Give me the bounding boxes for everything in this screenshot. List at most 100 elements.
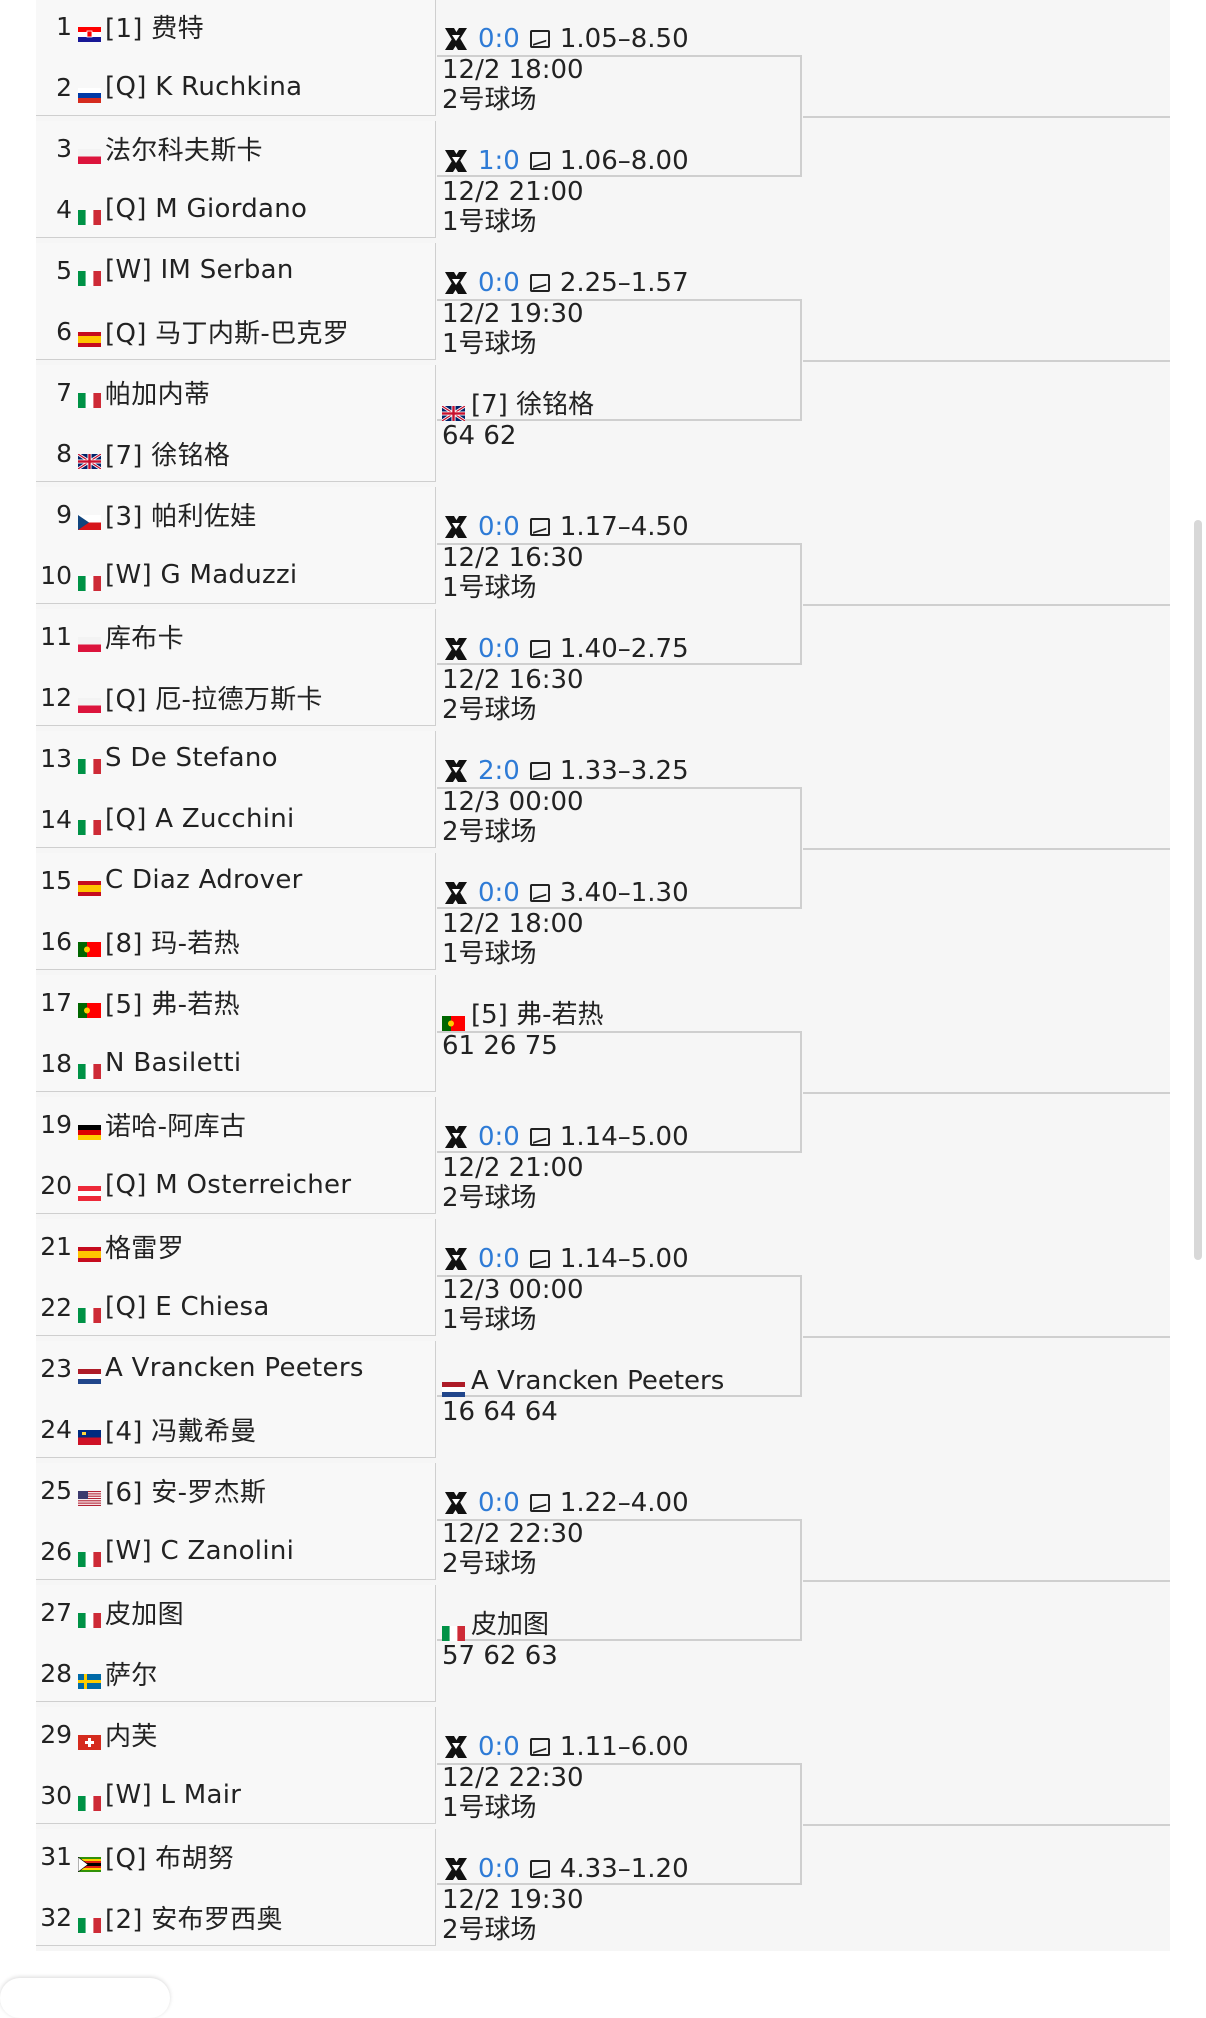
- player-row[interactable]: 6[Q] 马丁内斯-巴克罗: [36, 302, 436, 360]
- player-name[interactable]: [1] 费特: [105, 13, 204, 44]
- player-name[interactable]: [5] 弗-若热: [105, 989, 240, 1020]
- odds-chart-icon[interactable]: [529, 1494, 550, 1512]
- live-score[interactable]: 0:0: [478, 268, 520, 298]
- player-name[interactable]: S De Stefano: [105, 743, 278, 773]
- winner-name[interactable]: [7] 徐铭格: [471, 390, 595, 420]
- player-name[interactable]: 萨尔: [105, 1660, 158, 1691]
- odds-chart-icon[interactable]: [529, 152, 550, 170]
- player-name[interactable]: [Q] 厄-拉德万斯卡: [105, 684, 323, 715]
- live-score[interactable]: 0:0: [478, 1488, 520, 1518]
- player-name[interactable]: [Q] E Chiesa: [105, 1292, 270, 1322]
- player-name[interactable]: [7] 徐铭格: [105, 440, 231, 471]
- player-row[interactable]: 32[2] 安布罗西奥: [36, 1888, 436, 1946]
- player-name[interactable]: [Q] 马丁内斯-巴克罗: [105, 318, 349, 349]
- player-row[interactable]: 10[W] G Maduzzi: [36, 546, 436, 604]
- player-row[interactable]: 8[7] 徐铭格: [36, 424, 436, 482]
- odds-chart-icon[interactable]: [529, 640, 550, 658]
- player-name[interactable]: 皮加图: [105, 1599, 184, 1630]
- player-row[interactable]: 16[8] 玛-若热: [36, 912, 436, 970]
- player-name[interactable]: [W] G Maduzzi: [105, 560, 298, 590]
- player-name[interactable]: 格雷罗: [105, 1233, 184, 1264]
- player-name[interactable]: 诺哈-阿库古: [105, 1111, 247, 1142]
- live-score[interactable]: 0:0: [478, 1732, 520, 1762]
- player-row[interactable]: 25[6] 安-罗杰斯: [36, 1461, 436, 1519]
- live-score[interactable]: 0:0: [478, 24, 520, 54]
- player-name[interactable]: C Diaz Adrover: [105, 865, 303, 895]
- player-name[interactable]: [Q] A Zucchini: [105, 804, 295, 834]
- player-row[interactable]: 4[Q] M Giordano: [36, 180, 436, 238]
- player-name[interactable]: N Basiletti: [105, 1048, 242, 1078]
- player-name[interactable]: 帕加内蒂: [105, 379, 211, 410]
- player-row[interactable]: 22[Q] E Chiesa: [36, 1278, 436, 1336]
- player-name[interactable]: 库布卡: [105, 623, 184, 654]
- player-name[interactable]: 内芙: [105, 1721, 158, 1752]
- player-name[interactable]: [2] 安布罗西奥: [105, 1904, 283, 1935]
- player-name[interactable]: [Q] 布胡努: [105, 1843, 235, 1874]
- live-score[interactable]: 2:0: [478, 756, 520, 786]
- player-name[interactable]: [Q] M Osterreicher: [105, 1170, 352, 1200]
- live-score[interactable]: 0:0: [478, 878, 520, 908]
- player-row[interactable]: 30[W] L Mair: [36, 1766, 436, 1824]
- odds-chart-icon[interactable]: [529, 1860, 550, 1878]
- live-score[interactable]: 0:0: [478, 1854, 520, 1884]
- player-row[interactable]: 9[3] 帕利佐娃: [36, 485, 436, 543]
- player-name[interactable]: [3] 帕利佐娃: [105, 501, 257, 532]
- odds-chart-icon[interactable]: [529, 518, 550, 536]
- player-name[interactable]: [W] IM Serban: [105, 255, 294, 285]
- live-score[interactable]: 1:0: [478, 146, 520, 176]
- player-row[interactable]: 2[Q] K Ruchkina: [36, 58, 436, 116]
- odds-chart-icon[interactable]: [529, 1128, 550, 1146]
- player-name[interactable]: [W] C Zanolini: [105, 1536, 295, 1566]
- odds-chart-icon[interactable]: [529, 884, 550, 902]
- player-row[interactable]: 17[5] 弗-若热: [36, 973, 436, 1031]
- player-name[interactable]: [8] 玛-若热: [105, 928, 240, 959]
- player-row[interactable]: 24[4] 冯戴希曼: [36, 1400, 436, 1458]
- live-score[interactable]: 0:0: [478, 634, 520, 664]
- winner-name[interactable]: A Vrancken Peeters: [471, 1366, 725, 1396]
- odds-chart-icon[interactable]: [529, 1250, 550, 1268]
- odds-chart-icon[interactable]: [529, 30, 550, 48]
- player-name[interactable]: [4] 冯戴希曼: [105, 1416, 257, 1447]
- player-row[interactable]: 31[Q] 布胡努: [36, 1827, 436, 1885]
- player-name[interactable]: [Q] K Ruchkina: [105, 72, 303, 102]
- player-name[interactable]: [W] L Mair: [105, 1780, 242, 1810]
- player-row[interactable]: 5[W] IM Serban: [36, 241, 436, 299]
- player-row[interactable]: 1[1] 费特: [36, 0, 436, 55]
- player-row[interactable]: 12[Q] 厄-拉德万斯卡: [36, 668, 436, 726]
- player-name[interactable]: [Q] M Giordano: [105, 194, 308, 224]
- odds-chart-icon[interactable]: [529, 274, 550, 292]
- scrollbar[interactable]: [1194, 520, 1202, 1260]
- player-row[interactable]: 26[W] C Zanolini: [36, 1522, 436, 1580]
- odds-chart-icon[interactable]: [529, 1738, 550, 1756]
- player-row[interactable]: 14[Q] A Zucchini: [36, 790, 436, 848]
- live-score[interactable]: 0:0: [478, 512, 520, 542]
- player-name[interactable]: A Vrancken Peeters: [105, 1353, 364, 1383]
- live-score[interactable]: 0:0: [478, 1244, 520, 1274]
